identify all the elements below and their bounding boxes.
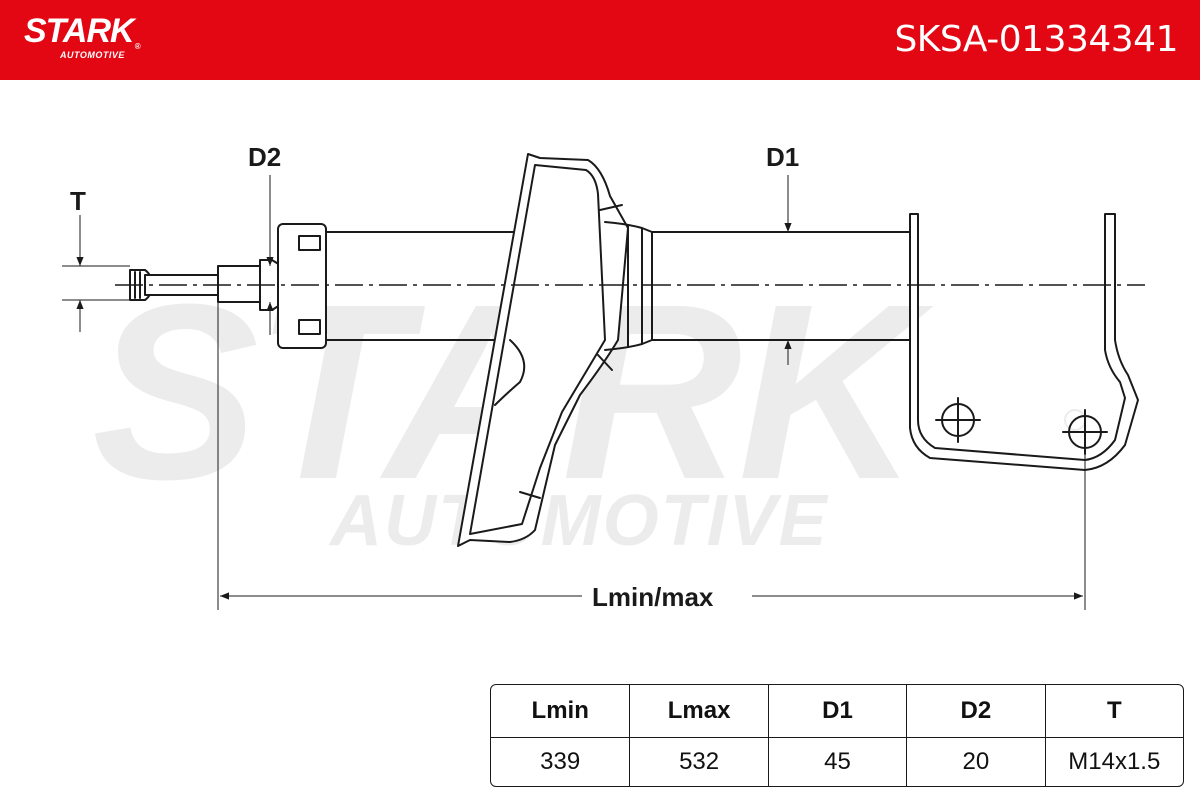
spec-value-t: M14x1.5 (1044, 738, 1183, 786)
spec-header-d2: D2 (906, 685, 1045, 738)
stark-logo: STARK® AUTOMOTIVE (24, 14, 140, 60)
label-d2: D2 (248, 142, 281, 172)
logo-registered-mark: ® (134, 42, 141, 51)
part-number: SKSA-01334341 (894, 19, 1178, 60)
dimension-length (217, 302, 1086, 610)
top-collar (277, 223, 327, 349)
header-bar: STARK® AUTOMOTIVE SKSA-01334341 (0, 0, 1200, 80)
spec-table: Lmin Lmax D1 D2 T 339 532 45 20 M14x1.5 (490, 684, 1184, 787)
upper-tube (325, 231, 526, 341)
spec-header-t: T (1044, 685, 1183, 738)
spec-header-d1: D1 (767, 685, 907, 738)
spec-value-lmin: 339 (540, 748, 581, 775)
spec-value-d2: 20 (906, 738, 1044, 786)
label-d1: D1 (766, 142, 799, 172)
seal-ring (604, 221, 661, 351)
dimension-t (62, 215, 130, 332)
spec-value-lmax: 532 (629, 738, 767, 786)
spring-seat (457, 153, 629, 547)
watermark-subtitle: AUTOMOTIVE (328, 481, 829, 561)
logo-brand: STARK (24, 12, 135, 50)
spec-value-row: 339 532 45 20 M14x1.5 (491, 738, 1183, 786)
label-t: T (70, 186, 86, 216)
spec-value-d1: 45 (767, 738, 906, 786)
spec-header-lmin: Lmin (491, 685, 630, 738)
shock-absorber-drawing: STARK AUTOMOTIVE (62, 142, 1145, 612)
spec-header-row: Lmin Lmax D1 D2 T (491, 685, 1183, 738)
label-length: Lmin/max (592, 582, 714, 612)
logo-subtitle: AUTOMOTIVE (60, 50, 125, 60)
mounting-holes (935, 397, 1108, 455)
spec-header-lmax: Lmax (629, 685, 768, 738)
